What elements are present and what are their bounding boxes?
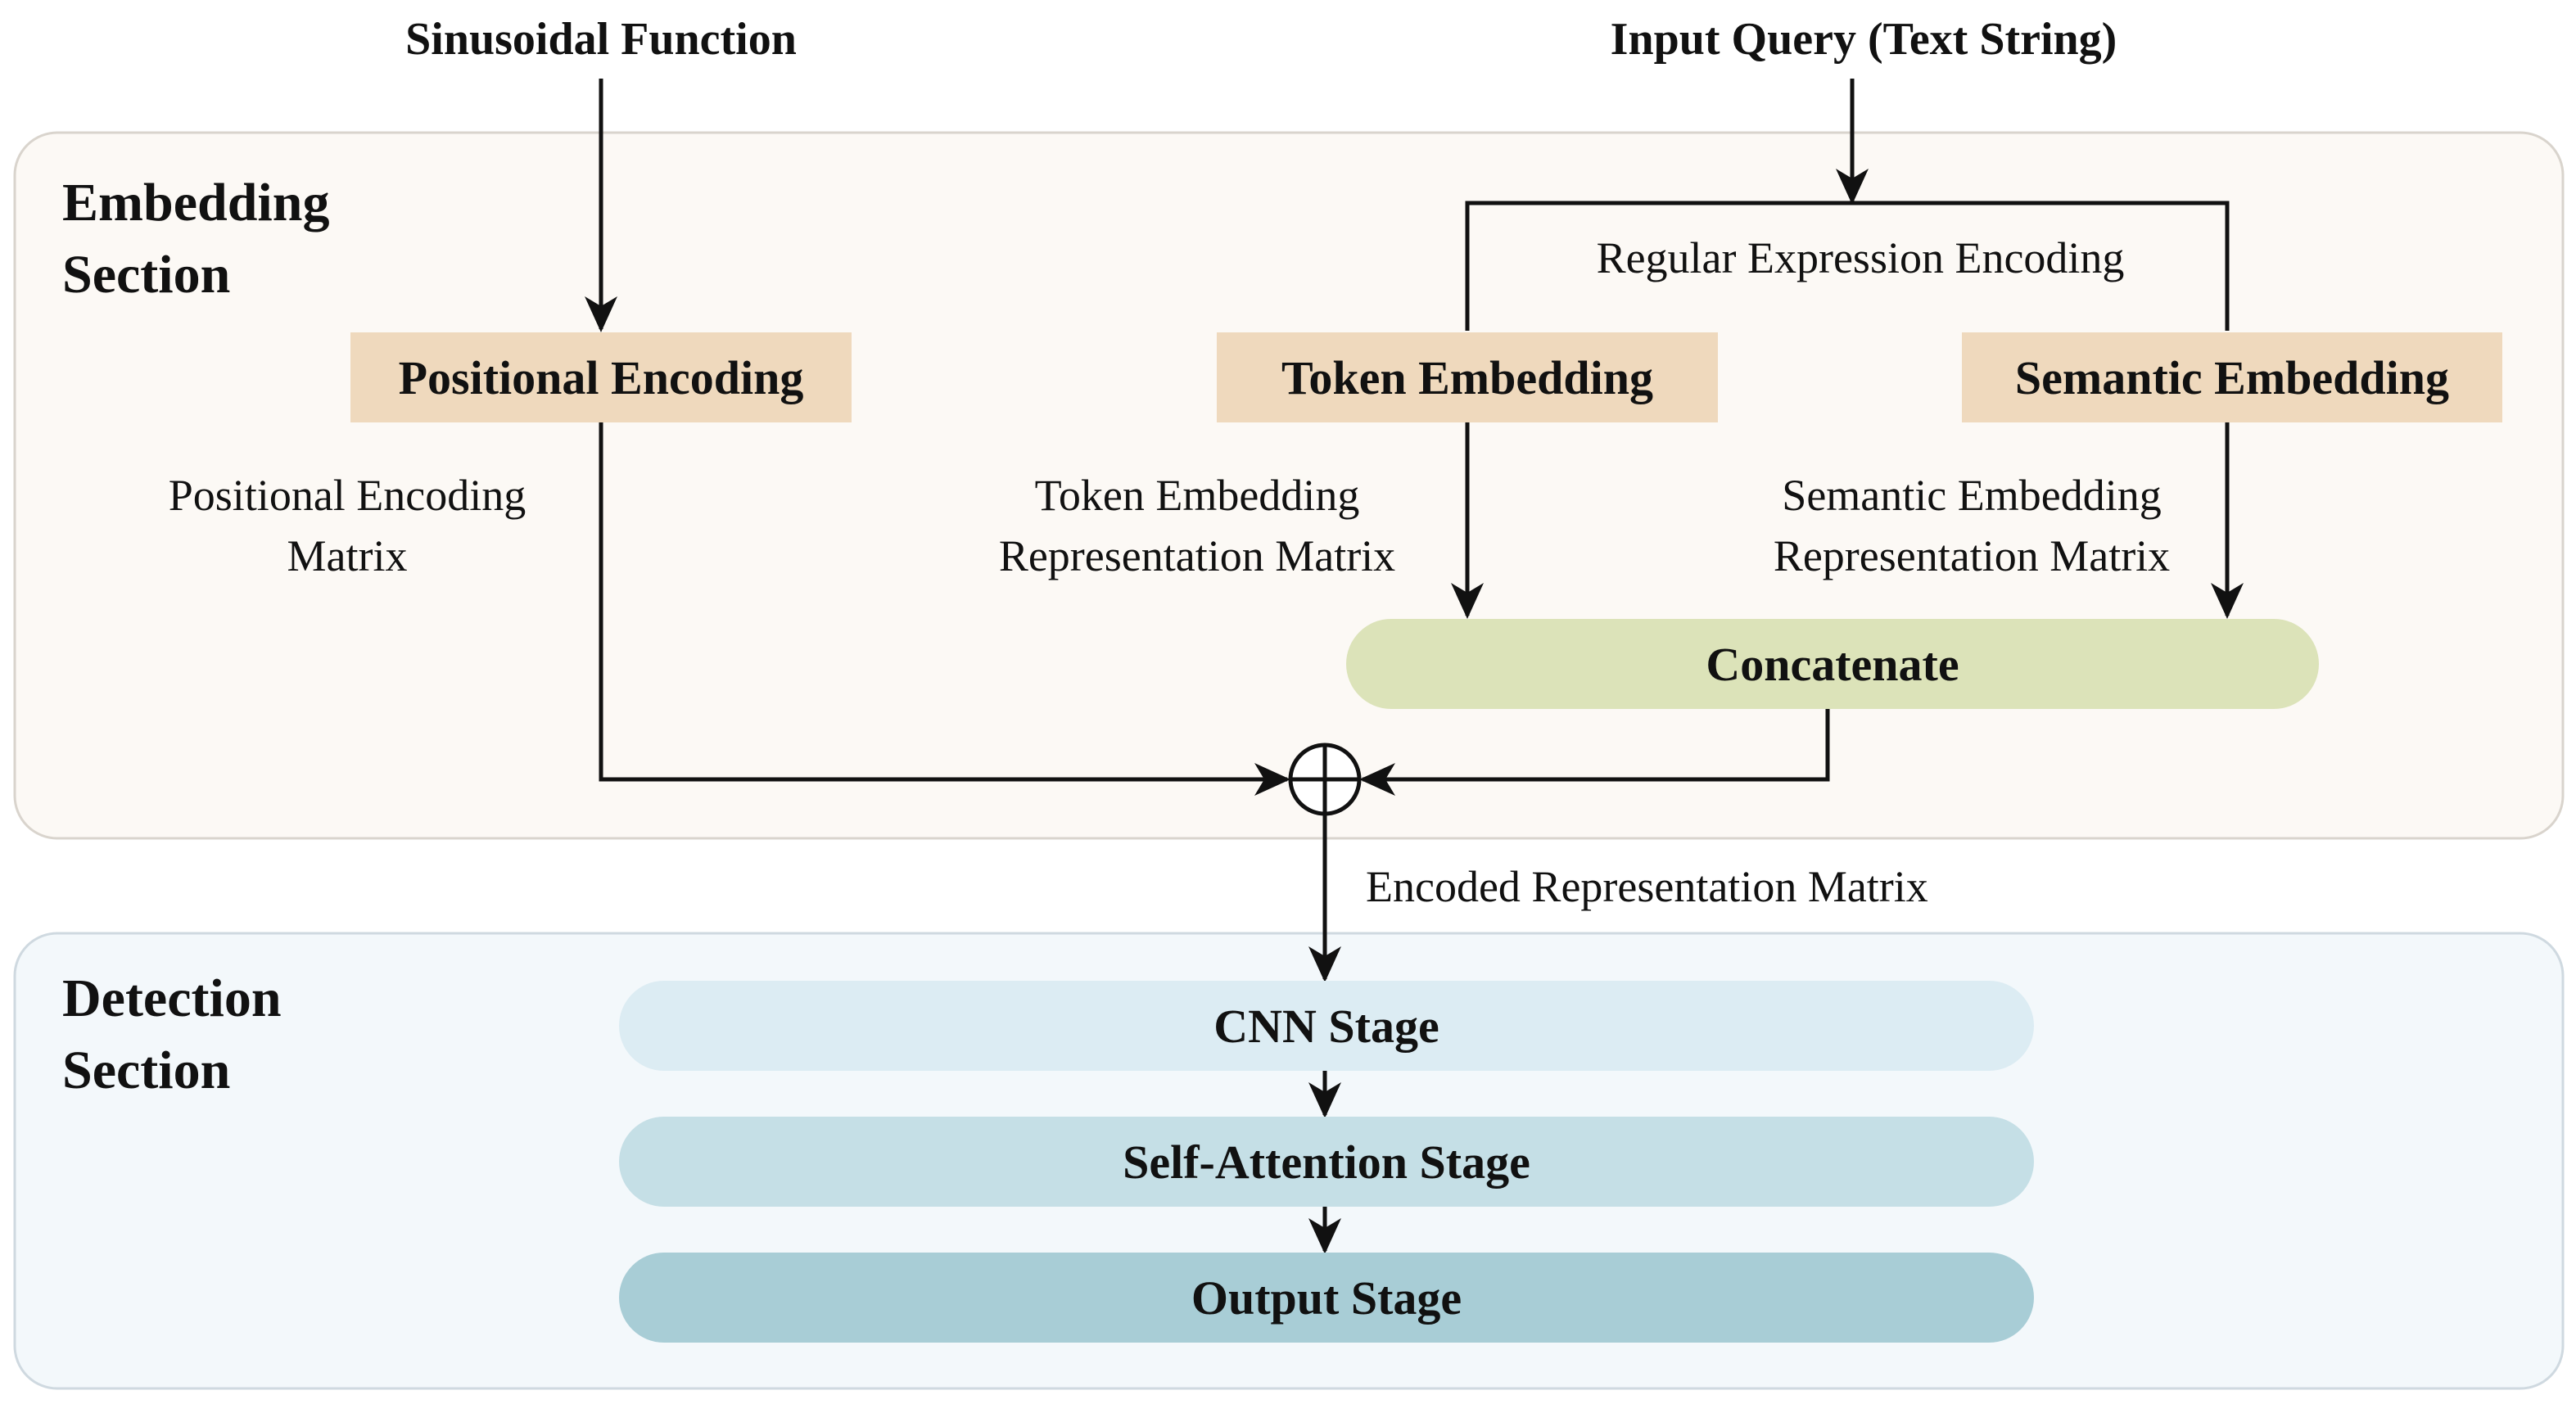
cnn-stage-node: CNN Stage [619,981,2034,1071]
concatenate-node: Concatenate [1346,619,2319,709]
embedding-section-title: Embedding Section [62,173,330,305]
output-stage-node: Output Stage [619,1253,2034,1343]
positional-encoding-node: Positional Encoding [350,332,852,422]
regular-expression-encoding-label: Regular Expression Encoding [1596,233,2125,282]
detection-section-title: Detection Section [62,968,282,1100]
sinusoidal-function-label: Sinusoidal Function [405,14,797,65]
self-attention-stage-node: Self-Attention Stage [619,1117,2034,1207]
arrow-concatenate-to-add [1359,709,1830,796]
semantic-embedding-matrix-label: Semantic Embedding Representation Matrix [1773,471,2171,580]
arrow-positional-to-add [599,422,1290,796]
encoded-representation-matrix-label: Encoded Representation Matrix [1366,862,1928,911]
token-embedding-node: Token Embedding [1217,332,1718,422]
input-query-label: Input Query (Text String) [1610,14,2117,65]
semantic-embedding-node: Semantic Embedding [1962,332,2502,422]
add-operator-icon [1288,743,1362,816]
token-embedding-matrix-label: Token Embedding Representation Matrix [998,471,1396,580]
positional-encoding-matrix-label: Positional Encoding Matrix [168,471,526,580]
regex-encoding-bracket [1465,201,2230,331]
